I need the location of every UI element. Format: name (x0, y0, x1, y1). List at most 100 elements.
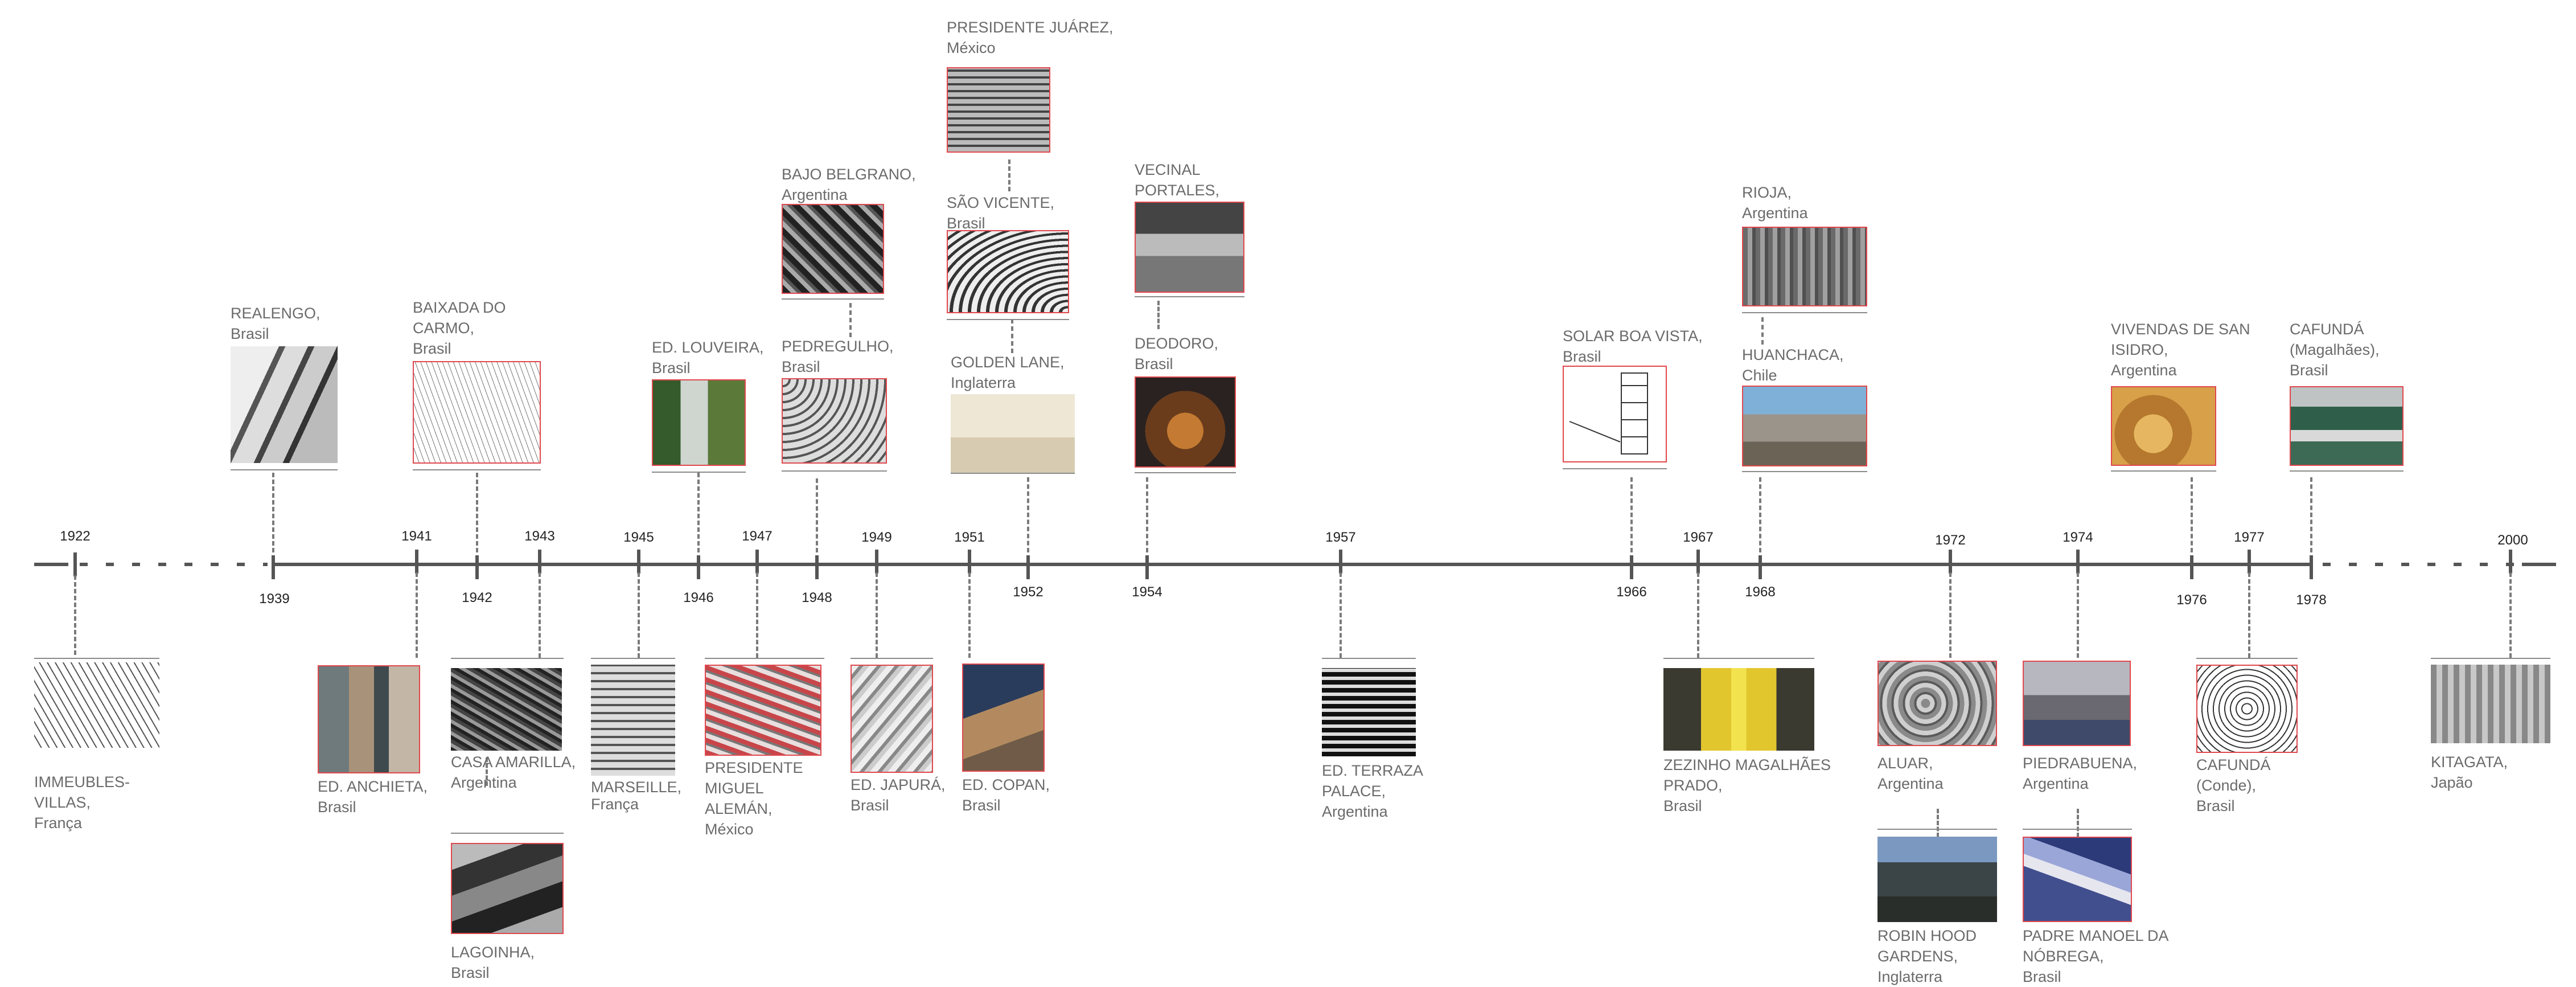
year-tick (1145, 555, 1149, 579)
card-rule (1877, 829, 1997, 830)
card-rule (1742, 471, 1867, 472)
connector-line (539, 572, 541, 658)
year-tick (1630, 555, 1633, 579)
year-label: 1966 (1616, 584, 1647, 600)
project-image (413, 361, 541, 464)
year-tick (73, 552, 77, 576)
card-rule (951, 473, 1075, 474)
connector-line (816, 478, 818, 552)
card-rule (782, 470, 887, 472)
year-label: 1939 (259, 591, 290, 607)
year-tick (1759, 555, 1762, 579)
project-image (1742, 227, 1867, 306)
project-label: PRESIDENTE MIGUEL ALEMÁN, México (705, 759, 803, 838)
year-tick (272, 555, 275, 579)
project-label: ED. JAPURÁ, Brasil (851, 776, 946, 814)
connector-line (1697, 572, 1699, 658)
project-image (851, 665, 933, 773)
timeline-axis (273, 563, 2311, 566)
project-image (1322, 668, 1416, 756)
connector-line (74, 575, 76, 655)
year-label: 2000 (2497, 533, 2528, 548)
connector-line (1937, 809, 1939, 837)
card-rule (1135, 296, 1244, 297)
project-image (782, 204, 884, 294)
card-rule (1322, 658, 1416, 659)
card-rule (782, 298, 884, 300)
project-label: VIVENDAS DE SAN ISIDRO, Argentina (2111, 321, 2250, 379)
year-tick (697, 555, 700, 579)
year-tick (538, 550, 541, 574)
project-label: PRESIDENTE JUÁREZ, México (947, 19, 1114, 56)
card-rule (705, 658, 824, 659)
card-rule (2196, 658, 2298, 659)
card-rule (34, 658, 159, 659)
year-label: 1947 (742, 529, 773, 544)
project-image (451, 843, 564, 934)
project-label: REALENGO, Brasil (231, 305, 321, 342)
connector-line (486, 757, 488, 786)
year-label: 1942 (462, 590, 492, 605)
project-label: ZEZINHO MAGALHÃES PRADO, Brasil (1663, 756, 1831, 814)
project-label: HUANCHACA, Chile (1742, 346, 1844, 384)
project-image (782, 378, 887, 464)
year-label: 1946 (683, 590, 714, 605)
year-tick (1696, 550, 1700, 574)
connector-line (1630, 477, 1633, 552)
connector-line (1146, 477, 1148, 552)
year-tick (815, 555, 819, 579)
year-tick (1949, 550, 1952, 574)
timeline-axis-dotted-left (80, 563, 268, 566)
connector-line (1157, 301, 1160, 329)
section-drawing (1621, 372, 1648, 454)
year-label: 1977 (2234, 530, 2265, 545)
project-image (1742, 386, 1867, 466)
year-label: 1951 (954, 530, 985, 545)
project-label: LAGOINHA, Brasil (451, 944, 535, 981)
project-image (1563, 366, 1667, 462)
timeline-axis-end (2522, 563, 2556, 566)
card-rule (1663, 658, 1814, 659)
year-tick (2248, 550, 2251, 574)
card-rule (1135, 472, 1236, 473)
connector-line (697, 473, 700, 552)
project-image (1135, 202, 1244, 293)
timeline-axis-dotted-right (2323, 563, 2516, 566)
connector-line (849, 303, 852, 337)
project-image (1877, 661, 1997, 746)
card-rule (451, 833, 564, 834)
year-label: 1978 (2296, 592, 2327, 608)
connector-line (1949, 572, 1951, 658)
card-rule (591, 658, 675, 659)
year-tick (415, 550, 418, 574)
year-label: 1972 (1935, 533, 1966, 548)
year-label: 1957 (1325, 530, 1356, 545)
card-rule (2111, 470, 2216, 472)
project-label: ED. COPAN, Brasil (962, 776, 1050, 814)
connector-line (2191, 477, 2193, 552)
timeline-axis-start (34, 563, 68, 566)
project-label: IMMEUBLES-VILLAS, França (34, 773, 130, 832)
connector-line (1761, 317, 1764, 345)
project-label: PIEDRABUENA, Argentina (2023, 755, 2138, 792)
project-label: ED. LOUVEIRA, Brasil (652, 339, 764, 376)
project-label: KITAGATA, Japão (2431, 753, 2508, 791)
year-label: 1941 (401, 529, 432, 544)
year-tick (2190, 555, 2193, 579)
connector-line (416, 572, 418, 658)
year-tick (2509, 550, 2512, 574)
project-label: BAJO BELGRANO, Argentina (782, 166, 916, 203)
card-rule (451, 658, 564, 659)
year-tick (2076, 550, 2080, 574)
connector-line (2077, 572, 2079, 658)
connector-line (1759, 477, 1761, 552)
year-label: 1922 (60, 529, 91, 544)
project-image (962, 664, 1045, 772)
project-label: CAFUNDÁ (Magalhães), Brasil (2290, 321, 2380, 379)
year-tick (875, 550, 878, 574)
project-label: ED. TERRAZA PALACE, Argentina (1322, 762, 1424, 820)
connector-line (272, 473, 274, 552)
year-tick (755, 550, 759, 574)
project-label: CASA AMARILLA, Argentina (451, 753, 576, 791)
